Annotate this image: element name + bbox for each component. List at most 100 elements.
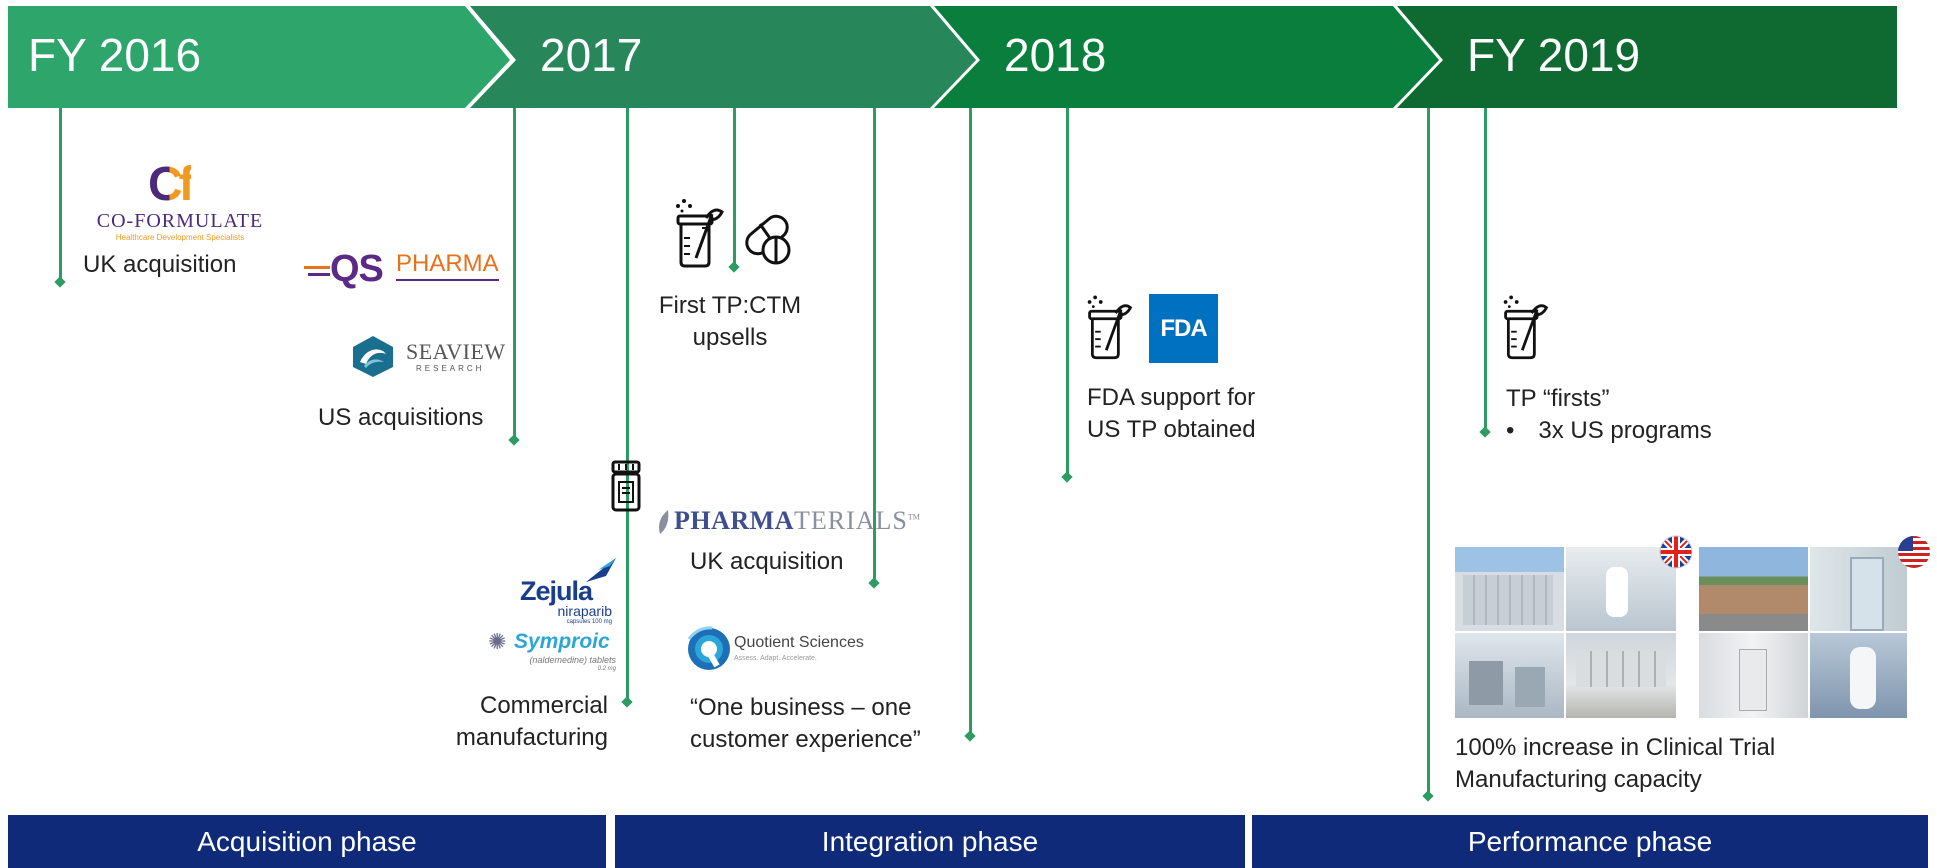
commercial-caption-line1: Commercial xyxy=(479,692,608,719)
arrow-fy2019 xyxy=(1397,6,1897,108)
year-label-2017: 2017 xyxy=(540,29,643,81)
tp-ctm-caption: First TP:CTM upsells xyxy=(640,290,820,354)
facility-photo xyxy=(1455,633,1564,718)
capacity-caption-line1: 100% increase in Clinical Trial xyxy=(1455,734,1776,761)
connector-line xyxy=(59,108,62,283)
quotient-name: Quotient Sciences xyxy=(734,634,864,651)
seaview-logo: SEAVIEW RESEARCH xyxy=(350,334,505,378)
coformulate-mark: Cf xyxy=(148,158,195,211)
connector-dot xyxy=(508,434,520,446)
arrow-2018 xyxy=(934,6,1439,108)
zejula-swoosh-icon xyxy=(586,558,616,582)
zejula-sub: niraparib xyxy=(557,603,612,619)
quotient-logo: Quotient Sciences Assess. Adapt. Acceler… xyxy=(686,625,886,675)
qs-pharma-logo: QS PHARMA xyxy=(304,246,504,292)
seaview-name: SEAVIEW xyxy=(406,339,506,364)
arrow-2017 xyxy=(470,6,976,108)
connector-line xyxy=(513,108,516,441)
pill-bottle-icon xyxy=(611,460,641,512)
arrow-fy2016 xyxy=(8,6,510,108)
us-facility-photos xyxy=(1699,536,1930,718)
quotient-q-icon xyxy=(687,626,730,670)
fda-caption-line1: FDA support for xyxy=(1087,384,1256,411)
pharmaterials-leaf-icon xyxy=(659,510,669,534)
tp-firsts-caption: TP “firsts” xyxy=(1506,385,1610,412)
commercial-caption: Commercial manufacturing xyxy=(440,690,608,754)
uk-facility-photos xyxy=(1455,535,1693,718)
fda-caption: FDA support for US TP obtained xyxy=(1087,382,1256,446)
connector-dot xyxy=(621,696,633,708)
facility-photo xyxy=(1566,547,1676,631)
tp-firsts-bullet-text: 3x US programs xyxy=(1538,417,1712,444)
facility-photo xyxy=(1455,547,1564,631)
coformulate-logo: Cf CO-FORMULATE Healthcare Development S… xyxy=(84,160,276,245)
connector-line xyxy=(1066,108,1069,478)
pharmaterials-ph: PHARMA xyxy=(674,506,794,535)
pharmaterials-logo: PHARMATERIALSTM xyxy=(654,506,920,540)
zejula-word: Zejula xyxy=(520,576,593,606)
pharmaterials-terials: TERIALS xyxy=(793,506,908,535)
year-label-fy2019: FY 2019 xyxy=(1467,29,1641,81)
coformulate-name: CO-FORMULATE xyxy=(96,210,264,232)
connector-line xyxy=(969,108,972,738)
zejula-logo: Zejula niraparib capsules 100 mg xyxy=(520,556,620,628)
facility-photo xyxy=(1566,633,1676,718)
connector-dot xyxy=(868,577,880,589)
fda-badge-text: FDA xyxy=(1160,314,1207,342)
phase-integration: Integration phase xyxy=(615,815,1245,868)
pharmaterials-caption: UK acquisition xyxy=(690,548,844,575)
commercial-caption-line2: manufacturing xyxy=(455,724,608,751)
capsule-pill-icon xyxy=(745,214,791,265)
tp-firsts-bullet-row: • 3x US programs xyxy=(1506,415,1712,447)
connector-line xyxy=(873,108,876,584)
quotient-caption-line1: “One business – one xyxy=(690,694,912,721)
uk-flag-icon xyxy=(1659,535,1693,569)
facility-photo xyxy=(1810,547,1907,631)
coformulate-tagline: Healthcare Development Specialists xyxy=(115,233,245,242)
beaker-icon xyxy=(1503,295,1549,360)
us-flag-icon xyxy=(1898,536,1930,568)
zejula-small: capsules 100 mg xyxy=(566,619,612,625)
qs-letters: QS xyxy=(330,248,384,290)
timeline-arrow-bar xyxy=(8,6,1897,108)
connector-dot xyxy=(1479,426,1491,438)
connector-line xyxy=(1484,108,1487,433)
year-label-2018: 2018 xyxy=(1004,29,1107,81)
coformulate-caption: UK acquisition xyxy=(83,251,237,278)
qs-stripes xyxy=(304,266,330,269)
symproic-sub: (naldemedine) tablets xyxy=(529,655,616,665)
symproic-word: Symproic xyxy=(514,630,610,653)
quotient-tagline: Assess. Adapt. Accelerate. xyxy=(734,655,817,662)
facility-photo xyxy=(1810,633,1907,718)
tp-ctm-caption-line1: First TP:CTM xyxy=(658,292,802,319)
bullet-marker: • xyxy=(1506,417,1515,444)
seaview-caption: US acquisitions xyxy=(318,404,484,431)
fda-caption-line2: US TP obtained xyxy=(1087,416,1256,443)
qs-pharma-word: PHARMA xyxy=(396,250,499,281)
phase-performance: Performance phase xyxy=(1252,815,1928,868)
beaker-icon xyxy=(676,199,724,268)
symproic-small: 0.2 mg xyxy=(597,666,616,672)
tp-ctm-caption-line2: upsells xyxy=(692,324,768,351)
facility-photo xyxy=(1699,633,1808,718)
seaview-sub: RESEARCH xyxy=(416,364,485,373)
capacity-caption: 100% increase in Clinical Trial Manufact… xyxy=(1455,732,1775,796)
beaker-icon xyxy=(1087,295,1133,360)
connector-dot xyxy=(964,730,976,742)
connector-dot xyxy=(54,276,66,288)
arrow-tip xyxy=(1860,6,1897,108)
connector-dot xyxy=(1061,471,1073,483)
quotient-caption: “One business – one customer experience” xyxy=(690,692,921,756)
year-label-fy2016: FY 2016 xyxy=(28,29,202,81)
connector-line xyxy=(626,108,629,704)
connector-line xyxy=(733,108,736,268)
facility-photo xyxy=(1699,547,1808,631)
phase-acquisition: Acquisition phase xyxy=(8,815,606,868)
connector-dot xyxy=(1422,790,1434,802)
quotient-caption-line2: customer experience” xyxy=(690,726,921,753)
fda-badge: FDA xyxy=(1149,294,1218,363)
symproic-logo: ✺ Symproic (naldemedine) tablets 0.2 mg xyxy=(488,629,620,673)
symproic-burst-icon: ✺ xyxy=(488,629,507,654)
capacity-caption-line2: Manufacturing capacity xyxy=(1455,766,1702,793)
connector-line xyxy=(1427,108,1430,798)
